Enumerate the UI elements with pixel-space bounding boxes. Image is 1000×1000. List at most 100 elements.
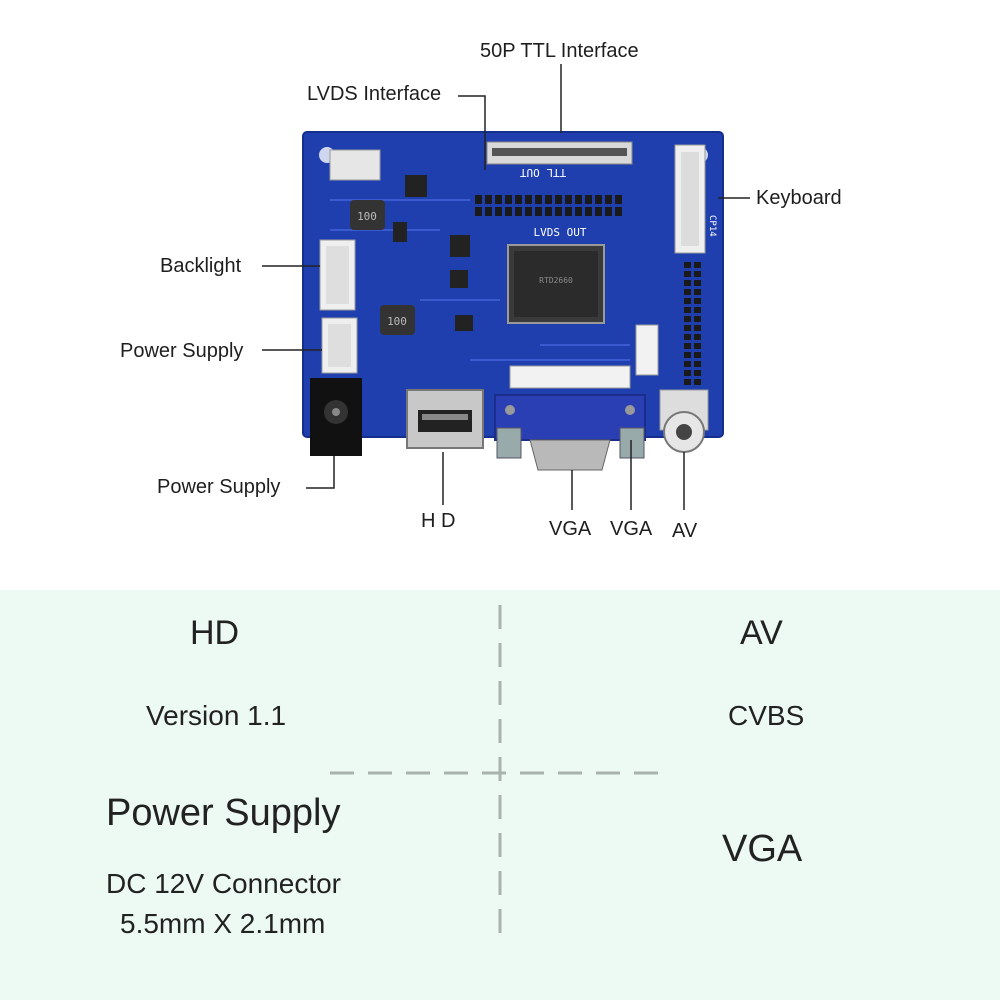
spec-av-title: AV xyxy=(740,614,783,652)
lvds-pin xyxy=(555,195,562,204)
lvds-pin xyxy=(575,195,582,204)
side-pin-header xyxy=(684,262,701,385)
silkscreen-lvds-label: LVDS OUT xyxy=(534,226,587,239)
callout-backlight: Backlight xyxy=(160,255,242,277)
lvds-pin xyxy=(575,207,582,216)
lvds-pin xyxy=(475,207,482,216)
callout-power-supply-2: Power Supply xyxy=(157,476,281,498)
board-photo-area: TTL OUT LVDS OUT RTD2660 CP14 xyxy=(120,40,842,542)
lvds-pin xyxy=(595,195,602,204)
spec-power-line1: DC 12V Connector xyxy=(106,868,342,899)
lvds-pin-header xyxy=(475,195,622,216)
callout-lvds-interface: LVDS Interface xyxy=(307,83,442,105)
inductor-2: 100 xyxy=(380,305,415,335)
lvds-pin xyxy=(525,207,532,216)
callout-av: AV xyxy=(672,520,698,542)
lvds-pin xyxy=(605,195,612,204)
svg-text:RTD2660: RTD2660 xyxy=(539,276,573,285)
callout-keyboard: Keyboard xyxy=(756,187,842,209)
lvds-pin xyxy=(585,195,592,204)
side-pin xyxy=(694,307,701,313)
av-side-connector xyxy=(635,324,659,376)
lvds-pin xyxy=(555,207,562,216)
side-pin xyxy=(684,289,691,295)
callout-hd: H D xyxy=(421,510,456,532)
side-pin xyxy=(694,298,701,304)
lvds-pin xyxy=(595,207,602,216)
callout-vga-2: VGA xyxy=(610,518,653,540)
lvds-pin xyxy=(535,195,542,204)
side-pin xyxy=(684,307,691,313)
lvds-pin xyxy=(585,207,592,216)
lvds-pin xyxy=(615,195,622,204)
side-pin xyxy=(684,361,691,367)
side-pin xyxy=(684,280,691,286)
side-pin xyxy=(684,334,691,340)
spec-power-title: Power Supply xyxy=(106,792,341,834)
av-rca-jack xyxy=(659,389,709,453)
vga-connector xyxy=(494,394,646,471)
spec-dividers xyxy=(330,605,670,945)
lvds-pin xyxy=(505,195,512,204)
side-pin xyxy=(694,361,701,367)
side-pin xyxy=(684,379,691,385)
side-pin xyxy=(694,271,701,277)
side-pin xyxy=(694,316,701,322)
silkscreen-cp-label: CP14 xyxy=(707,215,717,237)
side-pin xyxy=(694,343,701,349)
lvds-pin xyxy=(545,195,552,204)
spec-av-sub: CVBS xyxy=(728,700,805,731)
main-chip: RTD2660 xyxy=(507,244,605,324)
side-pin xyxy=(684,325,691,331)
side-pin xyxy=(694,334,701,340)
leader-lines xyxy=(262,64,750,510)
side-pin xyxy=(694,352,701,358)
side-pin xyxy=(694,325,701,331)
lvds-pin xyxy=(545,207,552,216)
side-pin xyxy=(684,298,691,304)
spec-power-line2: 5.5mm X 2.1mm xyxy=(120,908,326,939)
lvds-pin xyxy=(515,207,522,216)
spec-panel: HD Version 1.1 AV CVBS Power Supply DC 1… xyxy=(0,590,1000,1000)
spec-hd-version: Version 1.1 xyxy=(146,700,287,731)
backlight-connector xyxy=(319,239,356,311)
top-left-connector xyxy=(329,149,381,181)
lvds-pin xyxy=(485,207,492,216)
side-pin xyxy=(694,379,701,385)
inductor-1: 100 xyxy=(350,200,385,230)
spec-vga-title: VGA xyxy=(722,828,803,870)
lvds-pin xyxy=(605,207,612,216)
lvds-pin xyxy=(495,195,502,204)
small-ics xyxy=(393,175,473,331)
side-pin xyxy=(694,370,701,376)
svg-text:100: 100 xyxy=(387,315,407,328)
side-pin xyxy=(684,262,691,268)
lvds-pin xyxy=(485,195,492,204)
svg-text:100: 100 xyxy=(357,210,377,223)
lvds-pin xyxy=(525,195,532,204)
side-pin xyxy=(694,280,701,286)
power-supply-connector xyxy=(321,317,358,374)
keyboard-connector xyxy=(674,144,706,254)
dc-power-jack xyxy=(310,378,362,456)
lvds-pin xyxy=(615,207,622,216)
lvds-pin xyxy=(495,207,502,216)
callout-vga-1: VGA xyxy=(549,518,592,540)
lvds-pin xyxy=(565,195,572,204)
lvds-pin xyxy=(505,207,512,216)
spec-hd-title: HD xyxy=(190,614,240,652)
callout-ttl-interface: 50P TTL Interface xyxy=(480,40,639,62)
lvds-pin xyxy=(535,207,542,216)
bottom-white-connector xyxy=(509,365,631,389)
side-pin xyxy=(684,370,691,376)
side-pin xyxy=(684,271,691,277)
side-pin xyxy=(694,262,701,268)
side-pin xyxy=(684,352,691,358)
lvds-pin xyxy=(475,195,482,204)
silkscreen-ttl-label: TTL OUT xyxy=(519,166,566,179)
lvds-pin xyxy=(565,207,572,216)
side-pin xyxy=(684,343,691,349)
board-diagram: TTL OUT LVDS OUT RTD2660 CP14 xyxy=(262,64,750,510)
ttl-connector xyxy=(486,141,633,165)
hd-connector xyxy=(406,389,484,449)
